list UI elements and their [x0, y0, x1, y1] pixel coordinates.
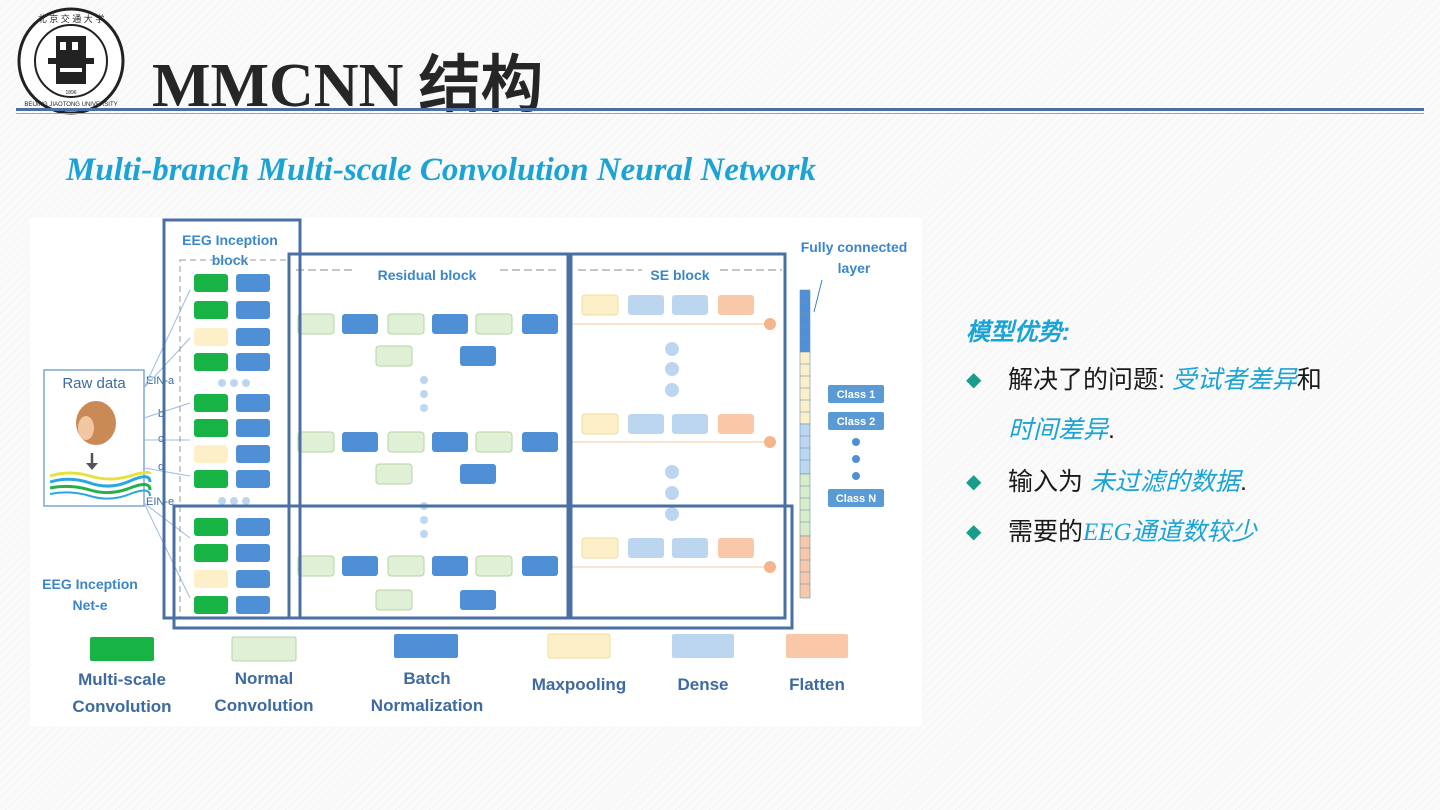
inception-group-2: [194, 394, 270, 488]
inception-block-title: EEG Inception: [182, 232, 278, 248]
residual-block-title: Residual block: [378, 267, 477, 283]
class-1-label: Class 1: [837, 389, 876, 401]
advantage-1-cont-end: .: [1108, 416, 1115, 444]
legend-label-batchnorm: Batch: [403, 669, 450, 688]
logo-bottom-text: BEIJING JIAOTONG UNIVERSITY: [24, 102, 117, 108]
diamond-bullet-icon: ◆: [966, 471, 982, 493]
advantage-3-highlight: 通道数较少: [1131, 518, 1257, 546]
frame-residual-block: [287, 252, 570, 620]
advantage-2-prefix: 输入为: [1008, 468, 1090, 496]
diamond-bullet-icon: ◆: [966, 521, 982, 543]
advantage-1-prefix: 解决了的问题:: [1008, 366, 1172, 394]
residual-row-3: [297, 555, 558, 611]
advantage-item-1: ◆ 解决了的问题: 受试者差异和: [966, 360, 1322, 396]
header-rule: [16, 108, 1424, 111]
legend-swatch-dense: [672, 634, 734, 658]
legend-label-flatten: Flatten: [789, 675, 845, 694]
advantage-2-end: .: [1239, 468, 1247, 496]
class-2-label: Class 2: [837, 416, 876, 428]
se-row-2: [581, 413, 776, 448]
logo-year: 1896: [65, 90, 76, 96]
branch-label-d: d: [158, 461, 164, 473]
legend-sublabel-batchnorm: Normalization: [371, 696, 483, 715]
mmcnn-diagram: Raw data EIN-a b c d EIN-e EEG Inception…: [30, 218, 922, 726]
legend-swatch-normal: [231, 636, 297, 662]
legend-label-maxpooling: Maxpooling: [532, 675, 626, 694]
advantage-3-highlight-eeg: EEG: [1083, 519, 1132, 546]
se-row-1: [581, 294, 776, 330]
fc-layer-title: Fully connected: [801, 239, 908, 255]
branch-label-c: c: [158, 433, 164, 445]
advantage-item-2: ◆ 输入为 未过滤的数据.: [966, 462, 1247, 498]
legend-sublabel-multiscale: Convolution: [72, 697, 171, 716]
advantage-item-1-cont: 时间差异.: [1008, 410, 1115, 446]
branch-label-e: EIN-e: [146, 496, 174, 508]
frame-inception-block: [162, 218, 302, 620]
advantages-title: 模型优势:: [966, 319, 1070, 346]
advantage-item-3: ◆ 需要的EEG通道数较少: [966, 512, 1257, 548]
class-n-box: [828, 489, 884, 507]
inception-group-1: [194, 274, 270, 371]
university-logo: 北 京 交 通 大 学 1896 BEIJING JIAOTONG UNIVER…: [16, 6, 126, 116]
legend-swatch-batchnorm: [394, 634, 458, 658]
diamond-bullet-icon: ◆: [966, 369, 982, 391]
inception-net-sublabel: Net-e: [72, 597, 107, 613]
inception-group-3: [194, 518, 270, 614]
class-n-label: Class N: [836, 493, 876, 505]
branch-label-b: b: [158, 408, 164, 420]
advantage-3-prefix: 需要的: [1008, 518, 1084, 546]
class-1-box: [828, 385, 884, 403]
advantage-1-mid: 和: [1296, 366, 1322, 394]
logo-top-text: 北 京 交 通 大 学: [38, 13, 105, 24]
inception-net-label: EEG Inception: [42, 576, 138, 592]
class-2-box: [828, 412, 884, 430]
frame-inception-net: [172, 504, 794, 630]
raw-data-label: Raw data: [62, 375, 126, 392]
header-rule-thin: [16, 113, 1424, 114]
legend-swatch-flatten: [786, 634, 848, 658]
frame-se-block: [569, 252, 787, 620]
legend-swatch-multiscale: [90, 637, 154, 661]
legend-label-normal: Normal: [235, 669, 294, 688]
legend-sublabel-normal: Convolution: [214, 696, 313, 715]
fc-layer-stack: [799, 289, 811, 599]
advantage-1-highlight: 受试者差异: [1171, 366, 1297, 394]
residual-row-1: [297, 313, 558, 367]
se-block-title: SE block: [650, 267, 709, 283]
advantage-2-highlight: 未过滤的数据: [1089, 468, 1240, 496]
legend-swatch-maxpooling: [547, 633, 611, 659]
page-subtitle: Multi-branch Multi-scale Convolution Neu…: [66, 152, 816, 188]
fc-layer-subtitle: layer: [838, 260, 871, 276]
legend-label-multiscale: Multi-scale: [78, 670, 166, 689]
se-row-3: [581, 537, 776, 573]
residual-row-2: [297, 431, 558, 485]
legend-label-dense: Dense: [677, 675, 728, 694]
advantage-1-cont-highlight: 时间差异: [1008, 416, 1109, 444]
